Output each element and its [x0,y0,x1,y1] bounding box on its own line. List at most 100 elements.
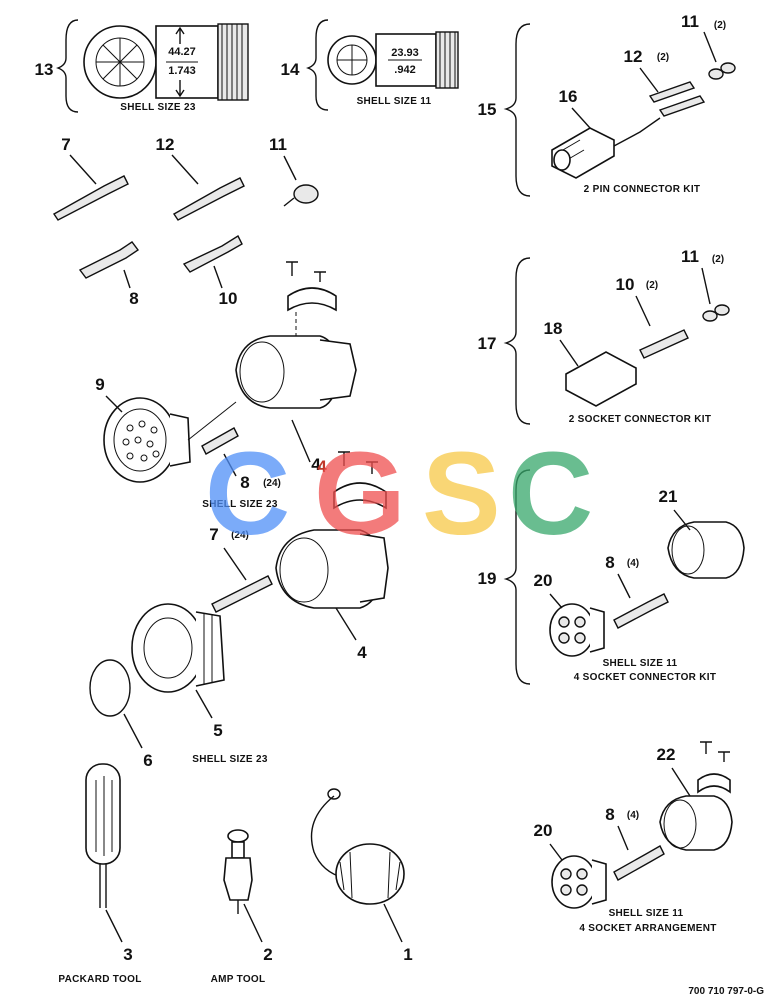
amp-tip [227,829,249,843]
caption-shell-11-top: SHELL SIZE 11 [357,96,432,107]
callout-10: 10 [219,289,238,308]
callout-14: 14 [281,60,300,79]
seal-11c [702,310,718,322]
caption-socket-kit: 2 SOCKET CONNECTOR KIT [569,414,712,425]
callout-8-arr: 8 [605,805,614,824]
callout-5: 5 [213,721,222,740]
qty-12-kit15: (2) [657,52,669,63]
callout-12-kit15: 12 [624,47,643,66]
qty-11-kit15: (2) [714,20,726,31]
item-15-2-pin-kit: 15 11 (2) 12 (2) 16 2 PIN CONNECTOR KIT [478,12,736,197]
callout-16: 16 [559,87,578,106]
callout-7: 7 [61,135,70,154]
qty-8-arr: (4) [627,810,639,821]
item-17-2-socket-kit: 17 11 (2) 10 (2) 18 2 SOCKET CONNECTOR K… [478,247,730,425]
receptacle-5-face [131,603,205,693]
insert-20-kit [549,603,595,657]
callout-15: 15 [478,100,497,119]
contact-8-kit19 [613,593,669,629]
dim-14-in: .942 [394,64,415,76]
callout-12: 12 [156,135,175,154]
socket-connector-housing [565,351,637,407]
contact-8-arr [613,845,665,881]
seal-11b [720,62,736,74]
tool-3-packard: 3 PACKARD TOOL [58,763,141,985]
watermark-letter-s: S [422,428,501,560]
callout-8-assembly: 8 [240,473,249,492]
callout-3: 3 [123,945,132,964]
qty-11-kit17: (2) [712,254,724,265]
brace-14 [306,19,329,111]
brace-13 [56,19,79,113]
callout-4-top: 4 [311,455,321,474]
seal-11 [293,184,319,204]
backshell-tail-lower [359,533,389,603]
watermark-letter-g: G [314,428,406,560]
caption-amp-tool: AMP TOOL [211,974,266,985]
backshell-tail-top [319,339,357,401]
caption-shell-23-mid: SHELL SIZE 23 [202,499,278,510]
clamp-top [287,287,337,312]
contacts-loose: 7 12 11 8 10 [52,135,319,308]
caption-shell-23-low: SHELL SIZE 23 [192,754,268,765]
dim-13-mm: 44.27 [168,46,196,58]
shell-23-assembly: 9 8 (24) SHELL SIZE 23 4 4 4 7 (24) 5 SH… [89,261,389,770]
qty-8-assembly: (24) [263,478,281,489]
callout-9: 9 [95,375,104,394]
brace-17 [503,257,531,425]
drawing-number: 700 710 797-0-G [688,986,764,997]
callout-22: 22 [657,745,676,764]
seal-11d [714,304,730,316]
item-13-shell-23-view: 44.27 1.743 SHELL SIZE 23 13 [35,19,249,113]
callout-4-red: 4 [317,457,327,476]
callout-4-lower: 4 [357,643,367,662]
insert-9-collar [169,413,191,467]
screws-top [286,261,326,282]
callout-6: 6 [143,751,152,770]
callout-8-kit19: 8 [605,553,614,572]
insert-20-arr [551,855,597,909]
seal-11a [708,68,724,80]
caption-4-socket-kit: 4 SOCKET CONNECTOR KIT [574,672,717,683]
watermark-letter-c1: C [205,428,290,560]
callout-7-assembly: 7 [209,525,218,544]
pin-12a [648,81,696,103]
caption-packard-tool: PACKARD TOOL [58,974,141,985]
item-1-dust-cap: 1 [310,788,413,964]
callout-18: 18 [544,319,563,338]
qty-8-kit19: (4) [627,558,639,569]
shell-23-knurl [217,23,249,101]
contact-7 [52,175,129,221]
clamp-mid [333,482,387,510]
clamp-22 [697,773,731,794]
brace-19 [503,469,531,685]
socket-10 [639,329,689,359]
callout-20-arr: 20 [534,821,553,840]
receptacle-5-thread [195,611,225,687]
callout-19: 19 [478,569,497,588]
item-14-shell-11-view: 23.93 .942 SHELL SIZE 11 14 [281,19,459,111]
pin-12b [658,95,706,117]
callout-11-kit15: 11 [681,12,699,31]
item-22-4-socket-arrangement: 22 8 (4) 20 SHELL SIZE 11 4 SOCKET ARRAN… [534,741,733,934]
contact-8 [78,241,140,279]
brace-15 [503,23,531,197]
caption-shell-23-top: SHELL SIZE 23 [120,102,196,113]
dust-cap-lanyard [310,795,345,879]
qty-7-assembly: (24) [231,530,249,541]
contact-10 [182,234,243,273]
contact-8-in-assembly [201,427,239,455]
callout-2: 2 [263,945,272,964]
contact-7-in-assembly [211,575,273,613]
screws-mid [338,451,378,474]
amp-body [223,857,253,901]
shell-11-knurl [435,31,459,89]
dim-13-in: 1.743 [168,65,196,77]
callout-11: 11 [269,135,287,154]
insert-9 [103,397,177,483]
backshell-21 [667,521,745,579]
watermark-cgsc: C G S C [205,428,593,560]
qty-10-kit17: (2) [646,280,658,291]
callout-13: 13 [35,60,54,79]
